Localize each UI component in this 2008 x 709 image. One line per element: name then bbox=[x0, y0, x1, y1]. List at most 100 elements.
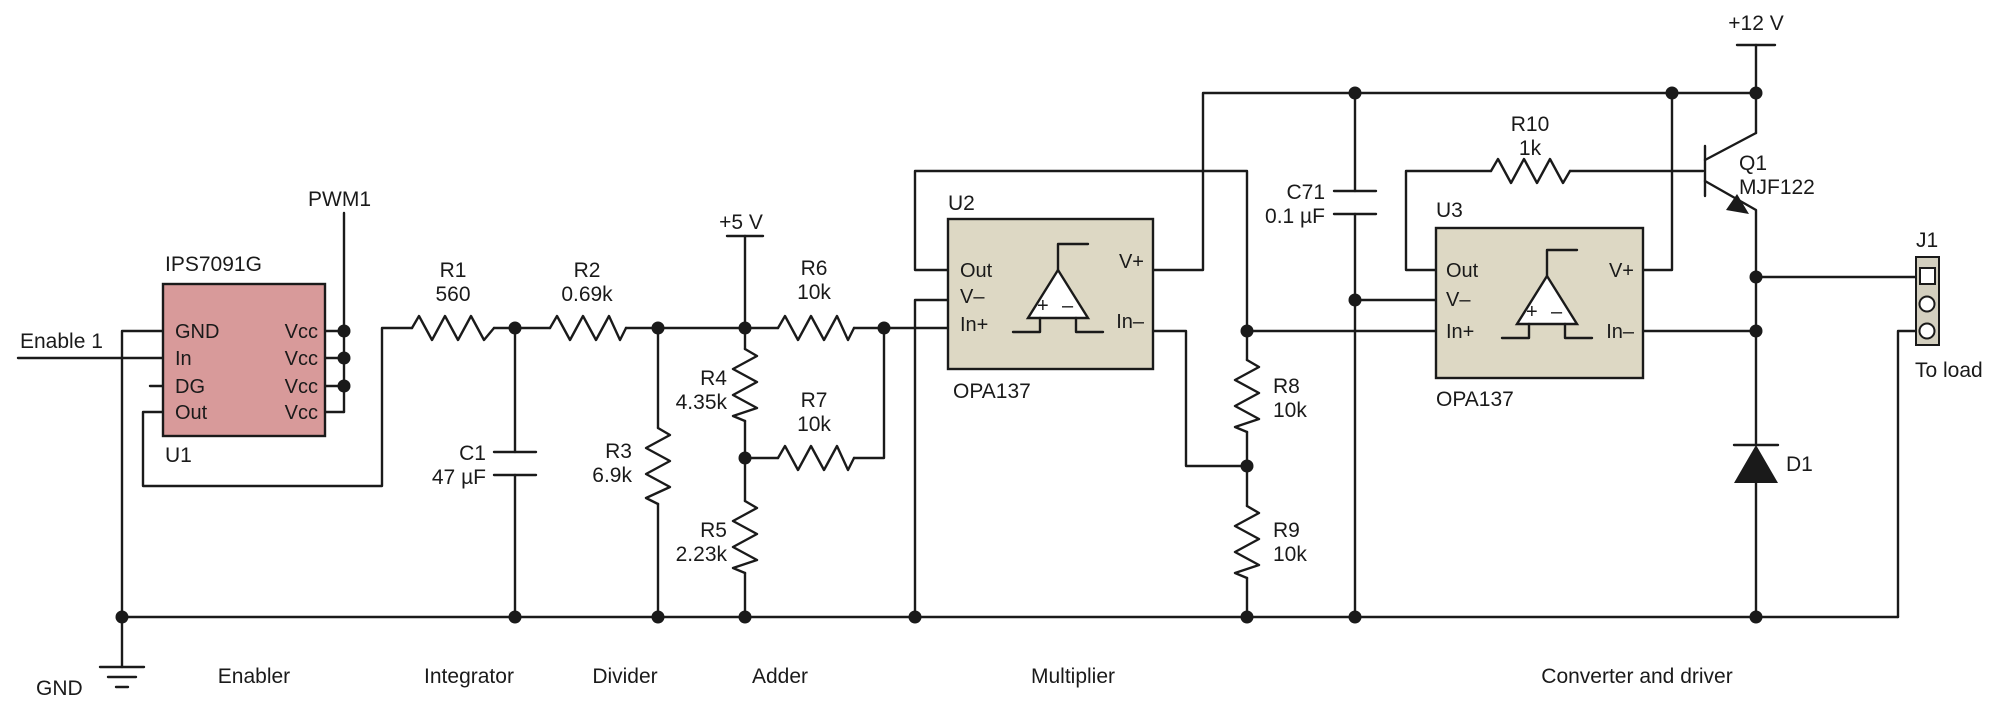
u1-pin-out: Out bbox=[175, 402, 208, 424]
u3-pin-vplus: V+ bbox=[1609, 260, 1634, 282]
d1-diode bbox=[1732, 443, 1780, 483]
junction-dot bbox=[1749, 324, 1763, 338]
r10-ref: R10 bbox=[1511, 113, 1550, 136]
u1-pin-vcc: Vcc bbox=[285, 321, 318, 343]
junctions bbox=[115, 86, 1763, 624]
junction-dot bbox=[115, 610, 129, 624]
u2-pin-vplus: V+ bbox=[1119, 251, 1144, 273]
section-integrator: Integrator bbox=[424, 665, 514, 688]
junction-dot bbox=[738, 610, 752, 624]
u3-pin-vminus: V– bbox=[1446, 289, 1471, 311]
r8-resistor bbox=[1233, 358, 1261, 434]
u2-part-label: OPA137 bbox=[953, 380, 1031, 403]
section-multiplier: Multiplier bbox=[1031, 665, 1115, 688]
junction-dot bbox=[1749, 270, 1763, 284]
enable1-label: Enable 1 bbox=[20, 330, 103, 353]
u1-pin-dg: DG bbox=[175, 376, 205, 398]
j1-label: J1 bbox=[1916, 229, 1938, 252]
u1-ref-label: U1 bbox=[165, 444, 192, 467]
u1-pin-gnd: GND bbox=[175, 321, 219, 343]
to-load-label: To load bbox=[1915, 359, 1983, 382]
u3-pin-out: Out bbox=[1446, 260, 1479, 282]
r2-ref: R2 bbox=[574, 259, 601, 282]
u3-sign-plus: + bbox=[1526, 301, 1538, 323]
u3-opamp: + – Out V– In+ V+ In– bbox=[1434, 226, 1645, 380]
labels: IPS7091G U1 PWM1 Enable 1 GND R1 560 R2 … bbox=[20, 12, 1983, 700]
u2-vminus-wire bbox=[913, 298, 950, 619]
r7-ref: R7 bbox=[801, 389, 828, 412]
r7-value: 10k bbox=[797, 413, 831, 436]
u3-opamp-triangle bbox=[1514, 273, 1580, 326]
d1-ref: D1 bbox=[1786, 453, 1813, 476]
plus12v-label: +12 V bbox=[1728, 12, 1783, 35]
r1-resistor bbox=[410, 314, 496, 342]
junction-dot bbox=[1240, 610, 1254, 624]
q1-emitter-arrow bbox=[1726, 194, 1749, 214]
r3-value: 6.9k bbox=[592, 464, 632, 487]
r10-value: 1k bbox=[1519, 137, 1542, 160]
r5-ref: R5 bbox=[700, 519, 727, 542]
plus5v-label: +5 V bbox=[719, 211, 763, 234]
junction-dot bbox=[1348, 293, 1362, 307]
q1-ref: Q1 bbox=[1739, 152, 1767, 175]
gnd-label: GND bbox=[36, 677, 83, 700]
junction-dot bbox=[877, 321, 891, 335]
u3-pin-inplus: In+ bbox=[1446, 321, 1474, 343]
u1-pin-vcc: Vcc bbox=[285, 402, 318, 424]
q1-emitter bbox=[1703, 179, 1758, 447]
r6-value: 10k bbox=[797, 281, 831, 304]
u2-out-feedback bbox=[913, 169, 1249, 333]
c1-capacitor bbox=[492, 450, 538, 477]
c1-value: 47 µF bbox=[432, 466, 486, 489]
u2-pin-inplus: In+ bbox=[960, 314, 988, 336]
u2-triangle-leads bbox=[1011, 242, 1105, 334]
q1-collector bbox=[1703, 131, 1758, 162]
r9-value: 10k bbox=[1273, 543, 1307, 566]
junction-dot bbox=[1749, 610, 1763, 624]
section-labels: Enabler Integrator Divider Adder Multipl… bbox=[218, 665, 1733, 688]
junction-dot bbox=[1348, 86, 1362, 100]
section-divider: Divider bbox=[592, 665, 657, 688]
junction-dot bbox=[908, 610, 922, 624]
r1-ref: R1 bbox=[440, 259, 467, 282]
r4-ref: R4 bbox=[700, 367, 727, 390]
d1-diode-triangle bbox=[1734, 445, 1778, 483]
junction-dot bbox=[1749, 86, 1763, 100]
r10-resistor bbox=[1489, 157, 1572, 185]
u2-vplus-wire bbox=[1151, 91, 1758, 272]
r6-ref: R6 bbox=[801, 257, 828, 280]
u1-pin-vcc: Vcc bbox=[285, 376, 318, 398]
section-adder: Adder bbox=[752, 665, 808, 688]
c71-capacitor bbox=[1332, 189, 1378, 216]
r6-resistor bbox=[776, 314, 856, 342]
r4-value: 4.35k bbox=[676, 391, 728, 414]
junction-dot bbox=[1240, 324, 1254, 338]
junction-dot bbox=[738, 321, 752, 335]
resistor-symbols bbox=[410, 157, 1572, 580]
j1-connector bbox=[1915, 256, 1940, 346]
r3-resistor bbox=[644, 426, 672, 506]
r7-resistor bbox=[776, 444, 856, 472]
j1-pin-round bbox=[1918, 322, 1936, 340]
u2-opamp: + – Out V– In+ V+ In– bbox=[946, 217, 1155, 371]
r4-resistor bbox=[731, 347, 759, 423]
junction-dot bbox=[738, 451, 752, 465]
u2-sign-plus: + bbox=[1037, 295, 1049, 317]
u1-out-wire bbox=[141, 326, 414, 488]
r8-ref: R8 bbox=[1273, 375, 1300, 398]
u2-opamp-triangle bbox=[1025, 267, 1091, 320]
junction-dot bbox=[508, 610, 522, 624]
junction-dot bbox=[337, 324, 351, 338]
junction-dot bbox=[1665, 86, 1679, 100]
u2-pin-out: Out bbox=[960, 260, 993, 282]
u1-gnd-wire bbox=[120, 329, 165, 619]
r6-r7-join bbox=[852, 326, 886, 460]
r5-value: 2.23k bbox=[676, 543, 728, 566]
junction-dot bbox=[1348, 610, 1362, 624]
junction-dot bbox=[1240, 459, 1254, 473]
r5-resistor bbox=[731, 499, 759, 575]
u2-pin-vminus: V– bbox=[960, 286, 985, 308]
junction-dot bbox=[651, 610, 665, 624]
q1-part: MJF122 bbox=[1739, 176, 1815, 199]
junction-dot bbox=[508, 321, 522, 335]
